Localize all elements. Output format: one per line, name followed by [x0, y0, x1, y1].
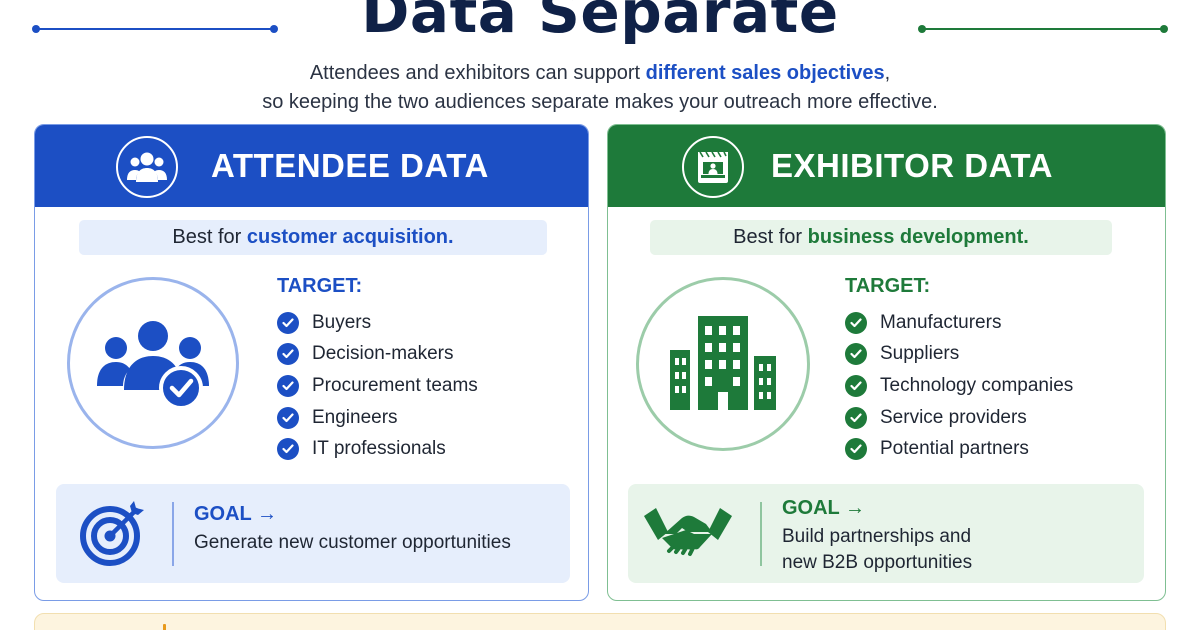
title-rule-left	[32, 25, 278, 33]
lightbulb-icon	[163, 624, 166, 630]
subtitle-highlight: different sales objectives	[645, 62, 885, 84]
check-icon	[277, 311, 299, 334]
list-item: Decision-makers	[277, 339, 478, 371]
bottom-note-strip	[34, 613, 1166, 630]
target-item-label: Buyers	[312, 311, 372, 333]
list-item: Technology companies	[845, 370, 1073, 402]
check-icon	[845, 374, 867, 397]
check-icon	[845, 311, 867, 334]
attendee-target-list: Buyers Decision-makers Procurement teams…	[277, 307, 478, 465]
attendee-card-title: ATTENDEE DATA	[211, 147, 489, 184]
check-icon	[277, 343, 299, 366]
exhibitor-goal-box: GOAL → Build partnerships and new B2B op…	[628, 484, 1144, 583]
target-item-label: Potential partners	[880, 438, 1029, 460]
users-check-icon	[67, 277, 239, 449]
booth-icon	[682, 136, 744, 198]
list-item: Potential partners	[845, 433, 1073, 465]
target-item-label: Procurement teams	[312, 374, 478, 396]
check-icon	[845, 343, 867, 366]
check-icon	[845, 438, 867, 461]
list-item: Buyers	[277, 307, 478, 339]
list-item: Procurement teams	[277, 370, 478, 402]
exhibitor-card-header: EXHIBITOR DATA	[608, 125, 1165, 207]
goal-divider	[172, 502, 174, 566]
attendee-card-header: ATTENDEE DATA	[35, 125, 588, 207]
people-group-icon	[116, 136, 178, 198]
target-item-label: Decision-makers	[312, 343, 454, 365]
list-item: Manufacturers	[845, 307, 1073, 339]
buildings-icon	[636, 277, 810, 451]
target-item-label: Technology companies	[880, 374, 1074, 396]
exhibitor-best-for: Best for business development.	[650, 220, 1112, 255]
best-for-highlight: customer acquisition.	[246, 226, 454, 248]
target-item-label: Engineers	[312, 406, 398, 428]
list-item: Suppliers	[845, 339, 1073, 371]
target-item-label: Service providers	[880, 406, 1027, 428]
page-title: Data Separate	[361, 0, 839, 46]
list-item: Service providers	[845, 402, 1073, 434]
title-rule-right	[918, 25, 1168, 33]
best-for-prefix: Best for	[172, 226, 247, 248]
handshake-icon	[642, 502, 734, 574]
exhibitor-goal-label: GOAL →	[782, 497, 865, 519]
subtitle-text: Attendees and exhibitors can support	[309, 62, 646, 84]
attendee-goal-text: Generate new customer opportunities	[194, 532, 511, 553]
goal-text-line-2: new B2B opportunities	[782, 552, 973, 573]
goal-text-line-1: Build partnerships and	[782, 526, 972, 547]
check-icon	[277, 374, 299, 397]
exhibitor-card-title: EXHIBITOR DATA	[771, 147, 1054, 184]
exhibitor-target-label: TARGET:	[845, 275, 931, 297]
attendee-goal-box: GOAL → Generate new customer opportuniti…	[56, 484, 570, 583]
target-item-label: IT professionals	[312, 438, 446, 460]
subtitle-line-2: so keeping the two audiences separate ma…	[262, 91, 938, 113]
check-icon	[845, 406, 867, 429]
attendee-target-label: TARGET:	[277, 275, 363, 297]
goal-divider	[760, 502, 762, 566]
attendee-best-for: Best for customer acquisition.	[79, 220, 547, 255]
attendee-goal-label: GOAL →	[194, 503, 277, 525]
target-item-label: Manufacturers	[880, 311, 1002, 333]
target-item-label: Suppliers	[880, 343, 960, 365]
best-for-prefix: Best for	[733, 226, 808, 248]
attendee-card: ATTENDEE DATA Best for customer acquisit…	[34, 124, 589, 601]
check-icon	[277, 438, 299, 461]
list-item: IT professionals	[277, 433, 478, 465]
subtitle-line-1: Attendees and exhibitors can support dif…	[0, 58, 1200, 88]
exhibitor-card: EXHIBITOR DATA Best for business develop…	[607, 124, 1166, 601]
exhibitor-target-list: Manufacturers Suppliers Technology compa…	[845, 307, 1073, 465]
target-icon	[78, 498, 150, 570]
list-item: Engineers	[277, 402, 478, 434]
subtitle-comma: ,	[884, 62, 891, 84]
exhibitor-goal-text: Build partnerships and new B2B opportuni…	[782, 524, 972, 576]
check-icon	[277, 406, 299, 429]
best-for-highlight: business development.	[807, 226, 1029, 248]
